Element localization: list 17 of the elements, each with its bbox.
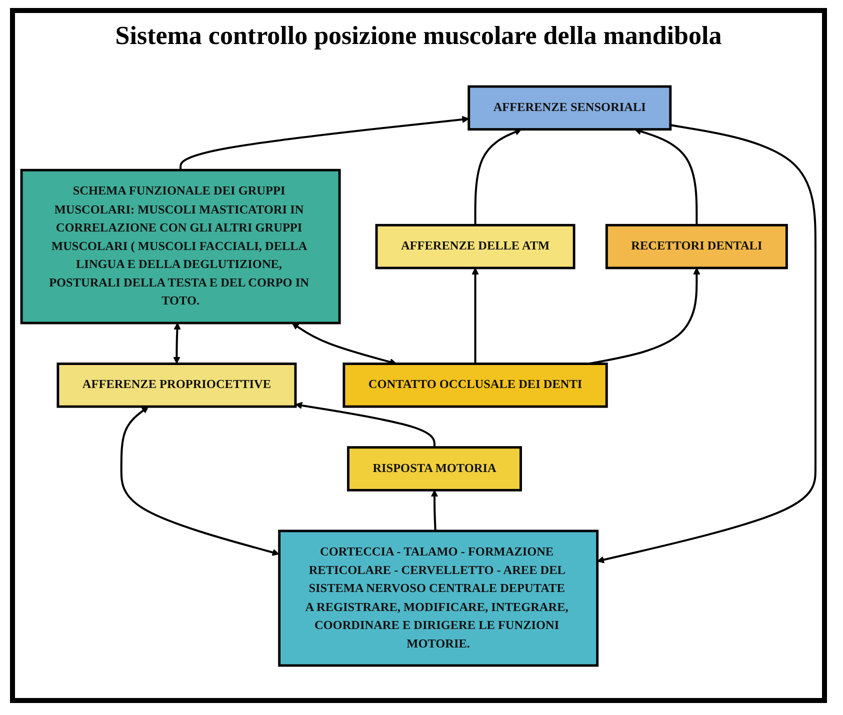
arrow [430, 490, 438, 532]
arrow [295, 402, 436, 448]
arrow [472, 268, 479, 364]
process-box: AFFERENZE DELLE ATM [375, 224, 576, 270]
process-box: RISPOSTA MOTORIA [347, 446, 522, 492]
title: Sistema controllo posizione muscolare della mandibola [115, 21, 722, 51]
arrow [597, 124, 816, 564]
process-box: CORTECCIA - TALAMO - FORMAZIONE RETICOLARE - CERVELLETTO - AREE DEL SISTEMA NERVOSO CENTRALE DEPUTATE A REGISTRARE, MODIFICARE, INTEGRARE, COORDINARE E DIRIGERE LE FUNZIONI MOTORIE. [278, 530, 599, 668]
process-box: CONTATTO OCCLUSALE DEI DENTI [342, 363, 608, 408]
process-box: AFFERENZE SENSORIALI [468, 86, 672, 132]
arrow [180, 116, 470, 171]
arrow [120, 406, 280, 556]
process-box: SCHEMA FUNZIONALE DEI GRUPPI MUSCOLARI: MUSCOLI MASTICATORI IN CORRELAZIONE CON GLI ALTRI GRUPPI MUSCOLARI ( MUSCOLI FACCIALI, DELLA LINGUA E DELLA DEGLUTIZIONE, POSTURALI DELLA TESTA E DEL CORPO IN TOTO. [20, 169, 341, 325]
arrow [173, 323, 181, 364]
process-box: RECETTORI DENTALI [605, 224, 788, 270]
arrow [474, 129, 522, 226]
process-box: AFFERENZE PROPRIOCETTIVE [56, 363, 297, 408]
